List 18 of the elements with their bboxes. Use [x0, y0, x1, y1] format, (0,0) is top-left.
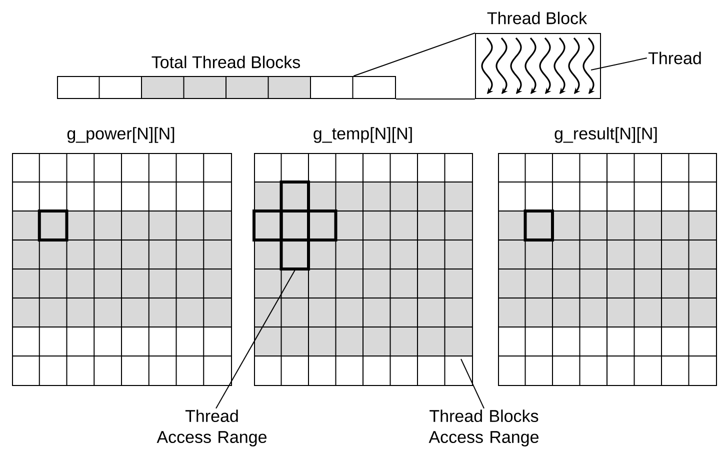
leader-line [460, 358, 484, 409]
leader-line [590, 58, 648, 70]
node-label: g_result[N][N] [554, 127, 657, 143]
node-label: g_power[N][N] [67, 127, 174, 143]
zoom-line [396, 98, 476, 100]
label-text: Thread Access Range [156, 410, 266, 446]
array-grid: g_temp[N][N] [252, 127, 473, 386]
array-grid: g_power[N][N] [12, 127, 232, 386]
leader-line [216, 270, 296, 409]
node-label: g_temp[N][N] [314, 127, 412, 143]
node-label: Total Thread Blocks [152, 56, 300, 68]
thread-block-strip: Total Thread Blocks [57, 56, 396, 99]
zoom-line [353, 32, 476, 76]
label-text: Thread [648, 52, 701, 64]
thread-block-box: Thread Block [475, 12, 601, 99]
node-label: Thread Block [487, 12, 588, 24]
label-text: Thread Blocks Access Range [428, 410, 538, 446]
array-grid: g_result[N][N] [498, 127, 717, 386]
